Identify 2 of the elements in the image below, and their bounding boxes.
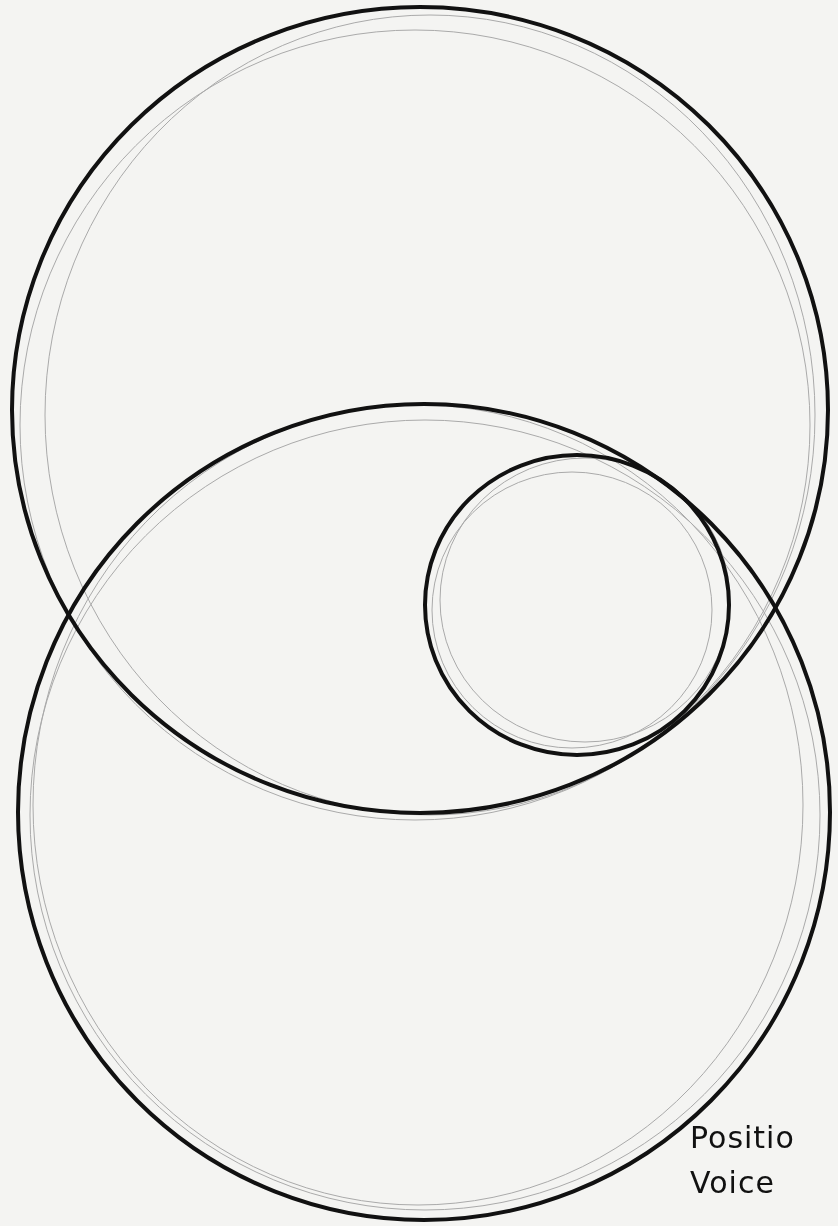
handwritten-note: Positio: [690, 1120, 795, 1155]
handwritten-note: Voice: [690, 1165, 775, 1200]
